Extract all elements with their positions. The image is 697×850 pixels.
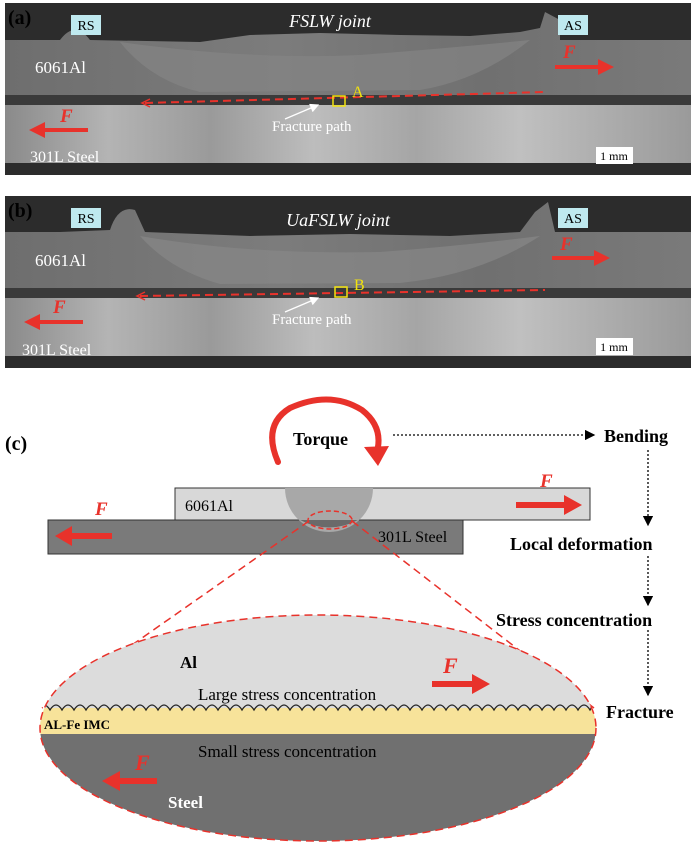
torque-label: Torque <box>293 429 348 449</box>
panel-a-as-label: AS <box>564 19 582 34</box>
zoom-line-left <box>41 520 310 709</box>
panel-b-label: (b) <box>8 200 32 222</box>
flow-step-fracture: Fracture <box>606 702 674 722</box>
panel-a-fracture-arrowhead <box>140 98 151 108</box>
panel-b-rs-label: RS <box>77 212 94 227</box>
panel-a-scale-label: 1 mm <box>600 149 628 163</box>
magnified-view <box>40 615 596 841</box>
panel-a-steel-label: 301L Steel <box>30 149 100 166</box>
panel-b-bottom-band <box>5 356 691 368</box>
magnified-force-right-arrow <box>432 674 490 694</box>
panel-b-steel-region <box>5 298 691 356</box>
flow-step-bending: Bending <box>604 426 668 446</box>
panel-b-force-left-label: F <box>52 297 66 318</box>
panel-a: A Fracture path (a) RS AS FSLW joint 606… <box>5 3 691 175</box>
panel-b-scale-label: 1 mm <box>600 340 628 354</box>
magnified-al-label: Al <box>180 653 197 672</box>
panel-b-fracture-pointer <box>284 296 320 313</box>
panel-a-fracture-label: Fracture path <box>272 119 352 135</box>
panel-a-stir-zone <box>120 40 530 92</box>
flow-step-stress-concentration: Stress concentration <box>496 610 652 630</box>
panel-b-steel-label: 301L Steel <box>22 342 92 359</box>
panel-c-label: (c) <box>5 433 27 455</box>
panel-a-rs-box <box>71 15 101 35</box>
torque-arrowhead <box>364 446 389 466</box>
wavy-interface <box>40 704 596 712</box>
magnified-force-right-label: F <box>442 653 458 678</box>
panel-a-rs-label: RS <box>77 19 94 34</box>
small-stress-label: Small stress concentration <box>198 742 377 761</box>
flow-step-local-deformation: Local deformation <box>510 534 652 554</box>
panel-a-marker-label: A <box>352 84 364 101</box>
panel-a-interface-band <box>5 95 691 105</box>
panel-a-label: (a) <box>8 7 31 29</box>
panel-a-force-left-arrow <box>29 122 88 138</box>
panel-b-al-region <box>5 202 691 288</box>
panel-b-fracture-line <box>139 289 546 297</box>
panel-b-marker-label: B <box>354 277 365 294</box>
panel-b-force-left-arrow <box>24 314 83 330</box>
force-left-arrow <box>55 526 112 546</box>
panel-a-bottom-band <box>5 163 691 175</box>
torque-arrow <box>269 396 382 465</box>
panel-b: B Fracture path (b) RS AS UaFSLW joint 6… <box>5 196 691 368</box>
panel-b-scale-box <box>596 338 633 355</box>
steel-plate-label: 301L Steel <box>378 529 448 546</box>
panel-a-force-right-arrow <box>555 59 614 75</box>
panel-b-as-label: AS <box>564 212 582 227</box>
panel-a-marker-box <box>332 95 346 107</box>
panel-b-as-box <box>558 208 588 228</box>
panel-b-fracture-label: Fracture path <box>272 312 352 328</box>
panel-a-scale-box <box>596 147 633 164</box>
magnified-force-left-arrow <box>102 771 157 791</box>
panel-b-al-label: 6061Al <box>35 251 86 270</box>
steel-plate <box>47 519 464 555</box>
panel-c: (c) Torque Bending Local deformation Str… <box>5 396 674 842</box>
panel-b-stir-zone <box>140 236 540 284</box>
zoom-source-ellipse <box>307 510 353 530</box>
force-right-label: F <box>539 471 553 492</box>
magnified-outline <box>39 614 597 842</box>
magnified-steel-label: Steel <box>168 793 203 812</box>
panel-b-force-right-label: F <box>559 234 573 255</box>
force-left-label: F <box>94 499 108 520</box>
large-stress-label: Large stress concentration <box>198 685 377 704</box>
al-plate-label: 6061Al <box>185 498 234 515</box>
panel-b-marker-box <box>334 286 348 298</box>
force-right-arrow <box>516 495 582 515</box>
panel-b-force-right-arrow <box>552 250 610 266</box>
imc-label: AL-Fe IMC <box>44 717 110 732</box>
panel-b-title: UaFSLW joint <box>286 210 391 230</box>
panel-a-force-right-label: F <box>562 42 576 63</box>
panel-a-as-box <box>558 15 588 35</box>
panel-b-fracture-arrowhead <box>135 291 146 301</box>
panel-a-al-label: 6061Al <box>35 58 86 77</box>
panel-b-rs-box <box>71 208 101 228</box>
magnified-imc <box>40 708 596 734</box>
panel-a-steel-region <box>5 105 691 163</box>
panel-a-title: FSLW joint <box>288 11 372 31</box>
panel-a-fracture-pointer <box>284 103 320 120</box>
panel-a-force-left-label: F <box>59 106 73 127</box>
magnified-force-left-label: F <box>134 750 150 775</box>
